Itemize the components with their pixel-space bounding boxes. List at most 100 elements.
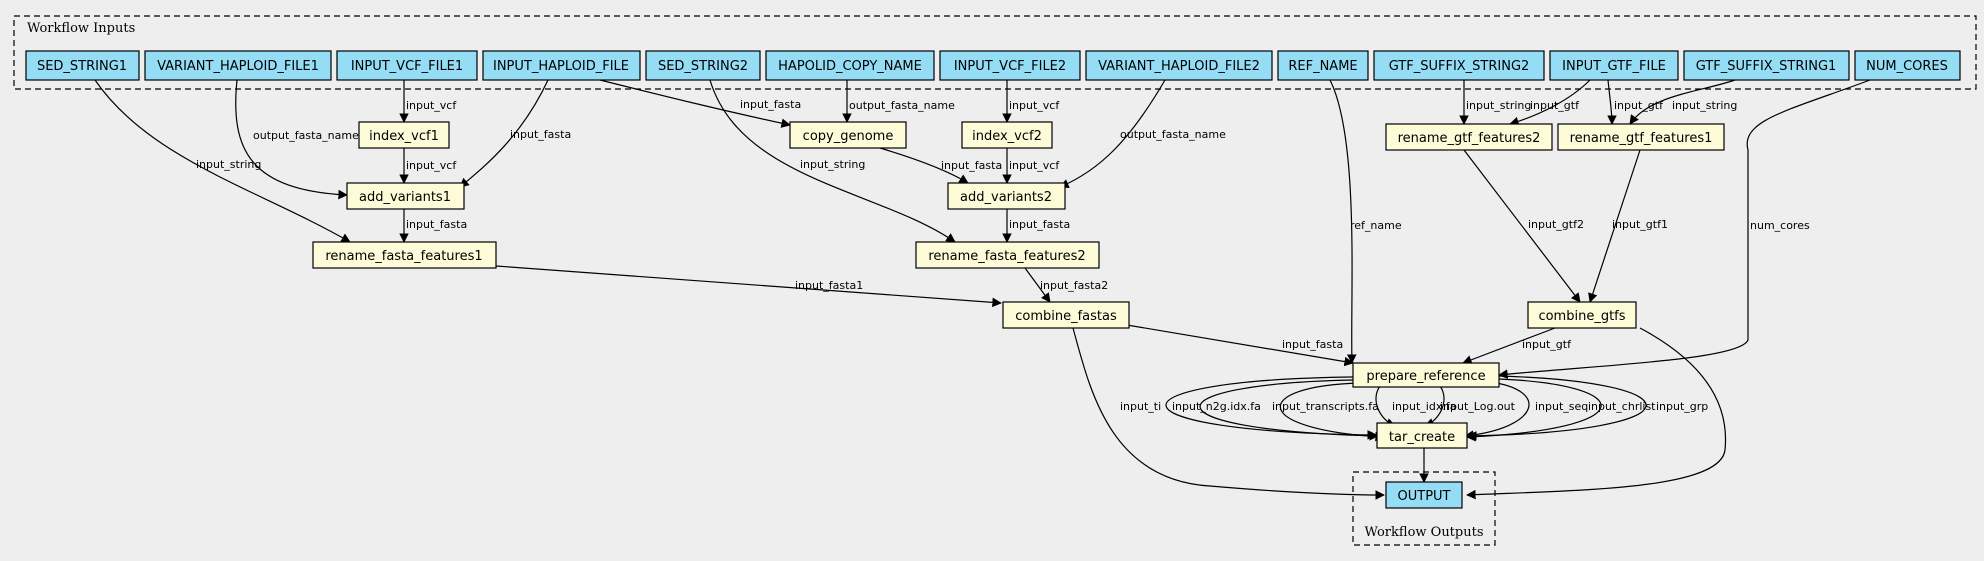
- edge-label: input_fasta: [1282, 338, 1343, 351]
- edge-label: input_gtf: [1522, 338, 1572, 351]
- edge-label: input_vcf: [1009, 159, 1060, 172]
- node-label: tar_create: [1389, 430, 1455, 445]
- edge-prepare-tar-chrlist: input_chrlist: [1466, 378, 1656, 442]
- step-node-index-vcf1[interactable]: index_vcf1: [358, 121, 450, 149]
- edge-label: input_fasta: [510, 128, 571, 141]
- edge-sed2-rename-fasta2: input_string: [709, 79, 956, 243]
- step-node-rename-fasta-features2[interactable]: rename_fasta_features2: [915, 241, 1100, 269]
- edge-label: input_vcf: [406, 99, 457, 112]
- input-node-input-gtf-file[interactable]: INPUT_GTF_FILE: [1549, 50, 1679, 81]
- edge-label: output_fasta_name: [253, 129, 359, 142]
- edge-rename-gtf1-combine-gtfs: input_gtf1: [1588, 149, 1668, 303]
- edge-label: input_fasta2: [1040, 279, 1108, 292]
- edges: input_vcf output_fasta_name input_vcf in…: [94, 79, 1871, 500]
- edge-label: input_fasta1: [795, 279, 863, 292]
- edge-vcf1-index: input_vcf: [399, 80, 457, 123]
- node-label: rename_gtf_features1: [1570, 131, 1713, 146]
- edge-label: input_gtf: [1530, 99, 1580, 112]
- edge-label: ref_name: [1350, 219, 1402, 232]
- edge-rename-fasta2-combine: input_fasta2: [1024, 267, 1108, 303]
- edge-label: input_idx.fa: [1392, 400, 1456, 413]
- edge-haploid-add-variants1: input_fasta: [459, 79, 571, 188]
- edge-label: input_seq: [1535, 400, 1588, 413]
- step-node-combine-fastas[interactable]: combine_fastas: [1002, 301, 1130, 329]
- edge-prepare-tar-grp: input_grp: [1467, 375, 1708, 441]
- edge-label: input_fasta: [1009, 218, 1070, 231]
- step-node-prepare-reference[interactable]: prepare_reference: [1352, 362, 1500, 388]
- edge-label: output_fasta_name: [849, 99, 955, 112]
- step-node-combine-gtfs[interactable]: combine_gtfs: [1527, 301, 1637, 329]
- edge-combine-fastas-output: [1072, 327, 1385, 500]
- edge-variant2-add2: output_fasta_name: [1059, 79, 1226, 189]
- step-node-tar-create[interactable]: tar_create: [1376, 422, 1468, 449]
- node-label: GTF_SUFFIX_STRING2: [1389, 59, 1530, 74]
- step-node-add-variants2[interactable]: add_variants2: [947, 182, 1066, 210]
- edge-prepare-tar-n2g: input_n2g.idx.fa: [1172, 379, 1379, 441]
- workflow-outputs-label: Workflow Outputs: [1365, 525, 1484, 540]
- edge-prepare-tar-ti: input_ti: [1120, 376, 1377, 440]
- input-node-input-vcf-file1[interactable]: INPUT_VCF_FILE1: [336, 50, 478, 81]
- node-label: combine_gtfs: [1538, 309, 1625, 324]
- node-label: add_variants1: [359, 190, 451, 205]
- step-node-add-variants1[interactable]: add_variants1: [346, 182, 465, 210]
- node-label: prepare_reference: [1366, 369, 1485, 384]
- edge-label: input_string: [1672, 99, 1737, 112]
- input-node-sed-string2[interactable]: SED_STRING2: [645, 50, 761, 81]
- step-node-rename-fasta-features1[interactable]: rename_fasta_features1: [312, 241, 497, 269]
- edge-label: input_chrlist: [1588, 400, 1656, 413]
- node-label: combine_fastas: [1015, 309, 1117, 324]
- edge-label: output_fasta_name: [1120, 128, 1226, 141]
- edge-label: input_fasta: [941, 159, 1002, 172]
- input-node-input-vcf-file2[interactable]: INPUT_VCF_FILE2: [939, 50, 1081, 81]
- node-label: VARIANT_HAPLOID_FILE1: [157, 59, 319, 74]
- input-node-input-haploid-file[interactable]: INPUT_HAPLOID_FILE: [482, 50, 641, 81]
- edge-rename-fasta1-combine: input_fasta1: [495, 265, 1002, 308]
- node-label: index_vcf2: [972, 129, 1042, 144]
- edge-add1-rename-fasta1: input_fasta: [399, 209, 467, 243]
- node-label: GTF_SUFFIX_STRING1: [1696, 59, 1837, 74]
- input-node-gtf-suffix-string1[interactable]: GTF_SUFFIX_STRING1: [1683, 50, 1850, 81]
- edge-prepare-tar-transcripts: input_transcripts.fa: [1272, 382, 1385, 442]
- step-node-rename-gtf-features1[interactable]: rename_gtf_features1: [1557, 123, 1725, 151]
- edge-haploid-copy-genome: input_fasta: [599, 79, 801, 128]
- node-label: SED_STRING1: [37, 59, 127, 74]
- edge-label: input_string: [196, 158, 261, 171]
- edge-label: input_transcripts.fa: [1272, 400, 1379, 413]
- edge-label: input_fasta: [406, 218, 467, 231]
- edge-rename-gtf2-combine-gtfs: input_gtf2: [1463, 149, 1584, 303]
- edge-copyname-copy-genome: output_fasta_name: [842, 80, 955, 123]
- workflow-inputs-cluster: Workflow Inputs: [13, 15, 1977, 90]
- input-node-variant-haploid-file2[interactable]: VARIANT_HAPLOID_FILE2: [1085, 50, 1273, 81]
- input-node-hapolid-copy-name[interactable]: HAPOLID_COPY_NAME: [765, 50, 935, 81]
- input-node-variant-haploid-file1[interactable]: VARIANT_HAPLOID_FILE1: [144, 50, 332, 81]
- edge-variant1-add-variants1: output_fasta_name: [235, 79, 359, 200]
- input-node-gtf-suffix-string2[interactable]: GTF_SUFFIX_STRING2: [1373, 50, 1545, 81]
- node-label: OUTPUT: [1398, 489, 1451, 504]
- edge-label: input_vcf: [406, 159, 457, 172]
- input-node-num-cores[interactable]: NUM_CORES: [1854, 50, 1961, 81]
- input-node-sed-string1[interactable]: SED_STRING1: [25, 50, 140, 81]
- step-node-copy-genome[interactable]: copy_genome: [789, 121, 907, 149]
- edge-combine-gtfs-prepare: input_gtf: [1462, 327, 1572, 365]
- output-node[interactable]: OUTPUT: [1385, 481, 1463, 509]
- edge-gtf-suffix2-rename-gtf2: input_string: [1459, 80, 1531, 125]
- node-label: VARIANT_HAPLOID_FILE2: [1098, 59, 1260, 74]
- node-label: rename_fasta_features2: [928, 249, 1085, 264]
- step-node-index-vcf2[interactable]: index_vcf2: [961, 121, 1053, 149]
- step-node-rename-gtf-features2[interactable]: rename_gtf_features2: [1385, 123, 1553, 151]
- edge-label: input_n2g.idx.fa: [1172, 400, 1261, 413]
- edge-vcf2-index: input_vcf: [1002, 80, 1060, 123]
- node-label: rename_gtf_features2: [1398, 131, 1541, 146]
- edge-index2-add2: input_vcf: [1002, 148, 1060, 184]
- edge-ref-name-prepare: ref_name: [1329, 79, 1402, 364]
- nodes: SED_STRING1 VARIANT_HAPLOID_FILE1 INPUT_…: [25, 50, 1961, 509]
- edge-gtf-file-rename-gtf1: input_gtf: [1607, 79, 1664, 125]
- edge-add2-rename-fasta2: input_fasta: [1002, 209, 1070, 243]
- edge-label: input_gtf2: [1528, 218, 1584, 231]
- workflow-inputs-label: Workflow Inputs: [27, 21, 135, 36]
- input-node-ref-name[interactable]: REF_NAME: [1277, 50, 1369, 81]
- edge-label: input_Log.out: [1440, 400, 1516, 413]
- edge-combine-gtfs-output: [1466, 327, 1727, 500]
- node-label: add_variants2: [960, 190, 1052, 205]
- edge-gtf-file-rename-gtf2: input_gtf: [1509, 79, 1591, 127]
